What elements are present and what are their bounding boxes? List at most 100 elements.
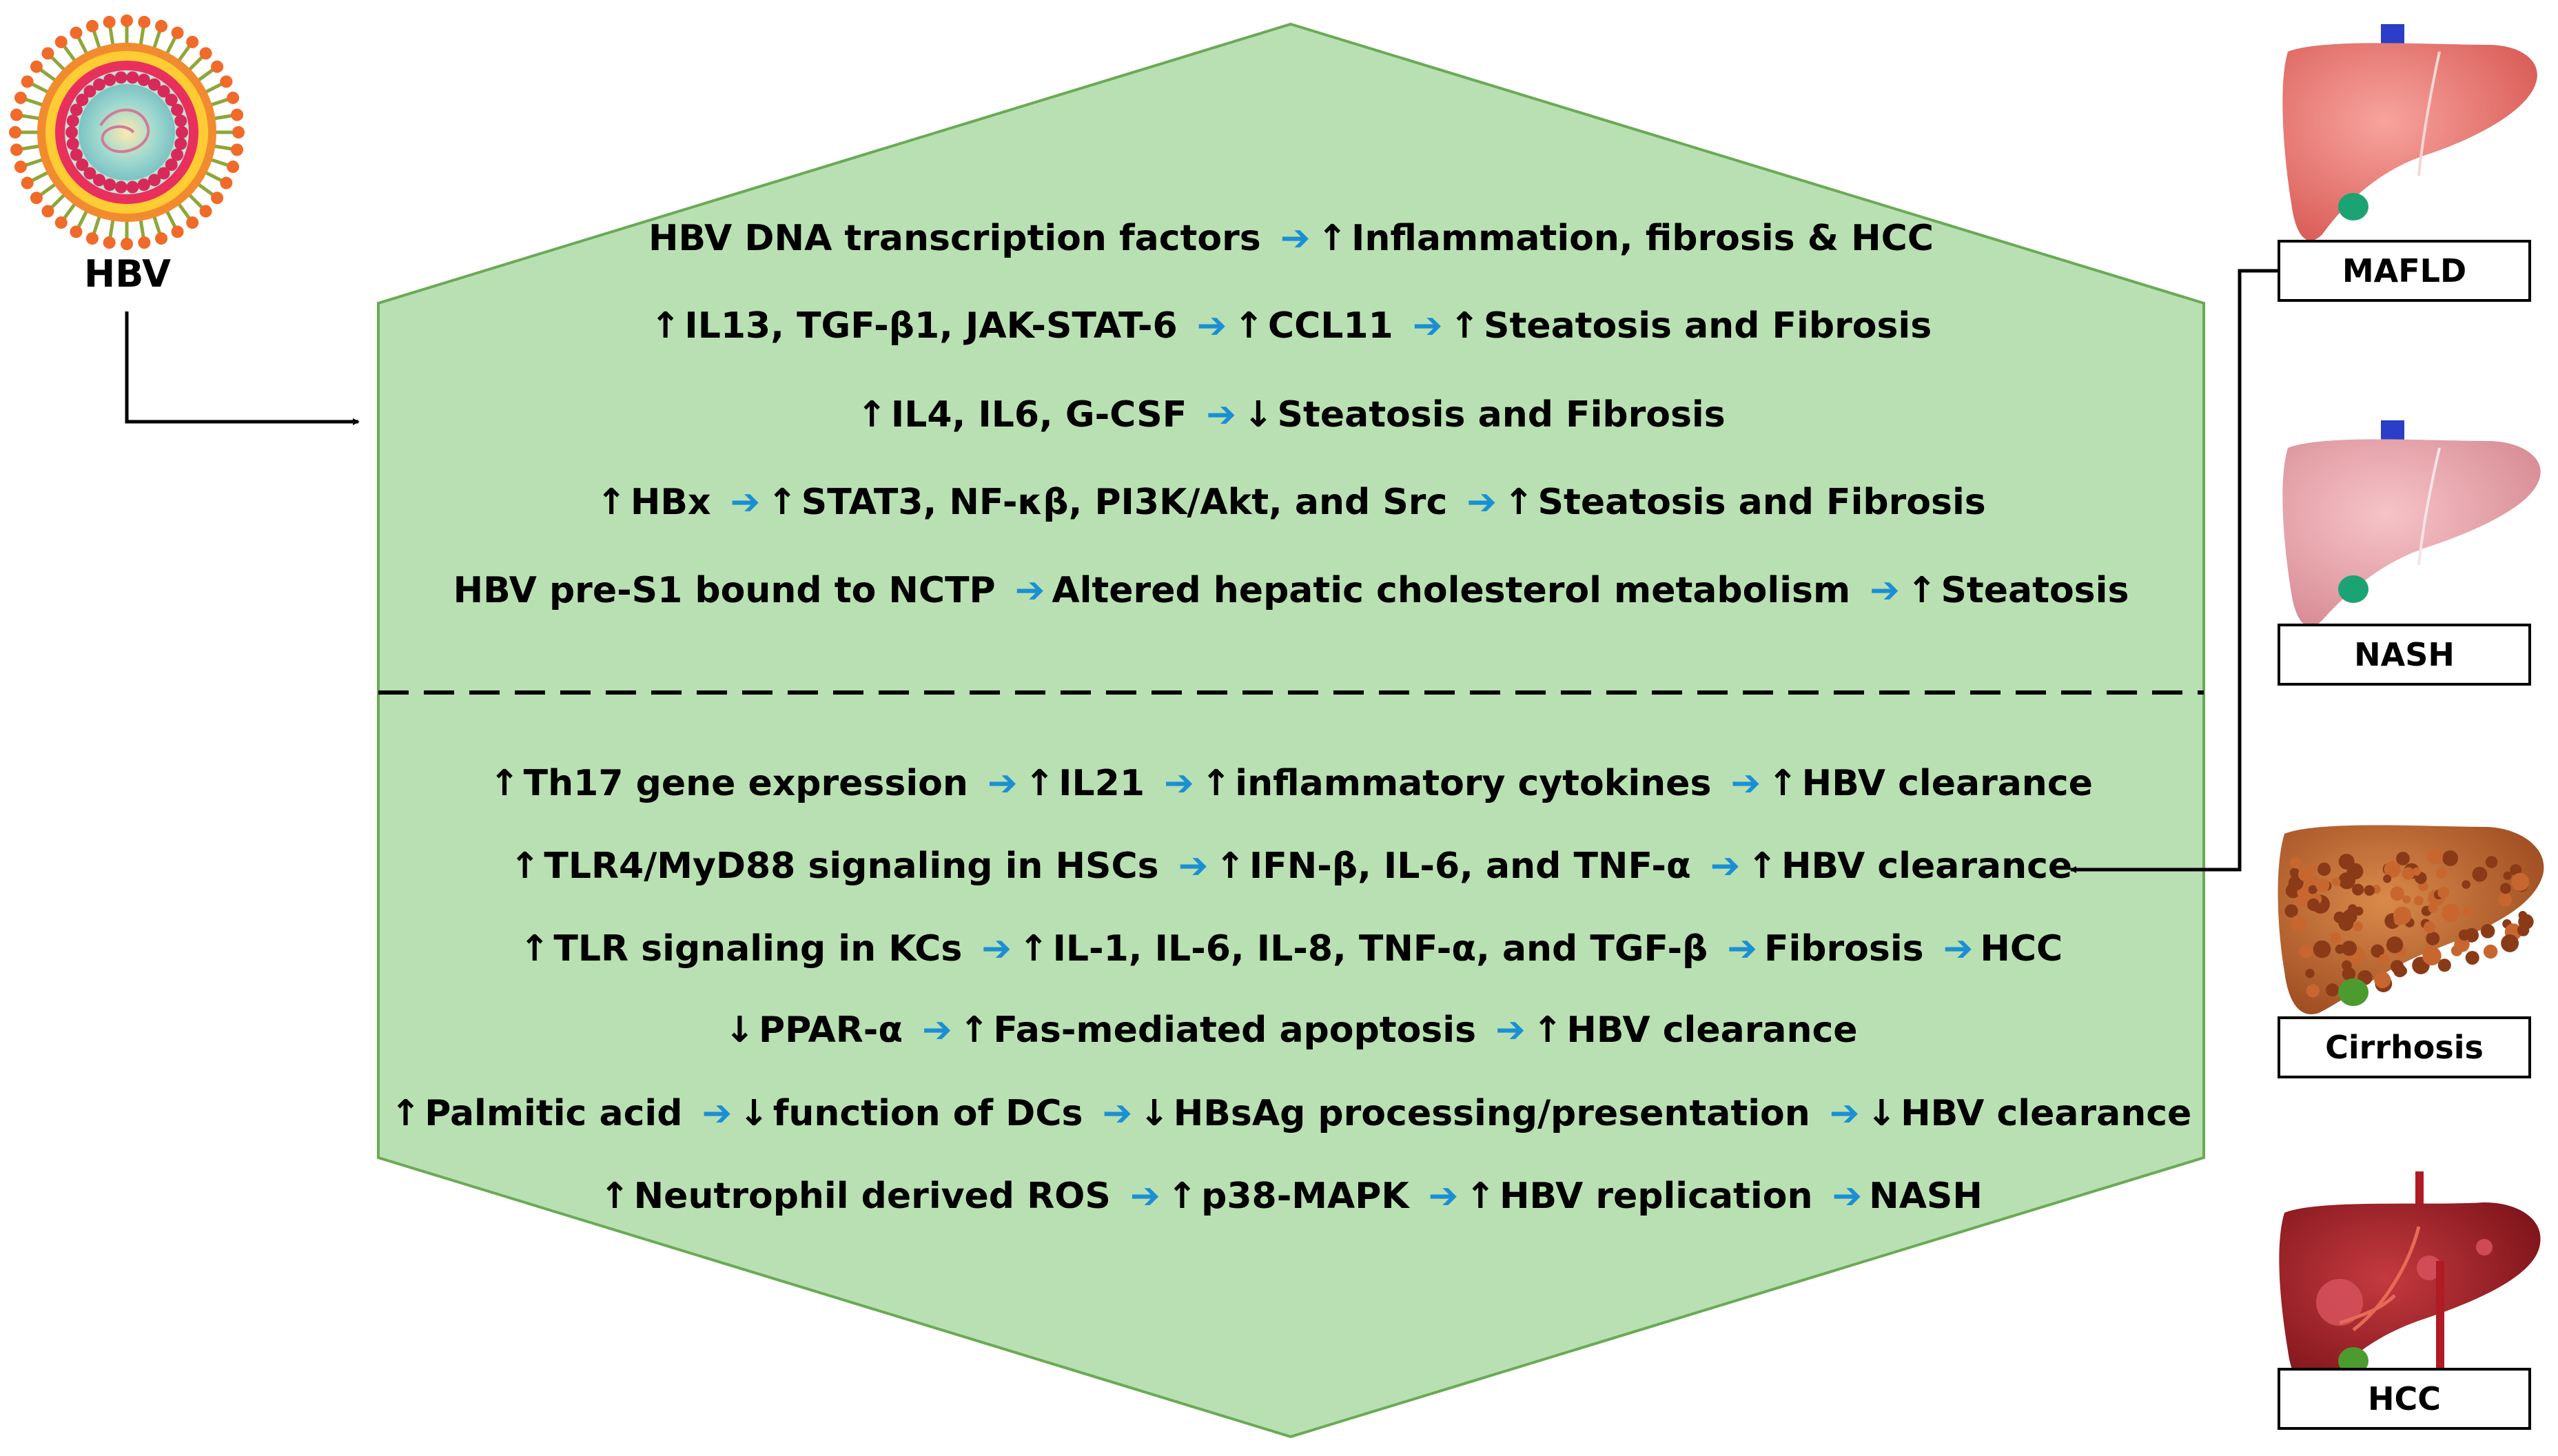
increase-arrow-icon: ↑ xyxy=(1024,763,1055,804)
increase-arrow-icon: ↑ xyxy=(959,1009,990,1051)
increase-arrow-icon: ↑ xyxy=(1317,218,1347,259)
lower-pathway-line: ↑TLR4/MyD88 signaling in HSCs ➔↑IFN-β, I… xyxy=(378,844,2204,888)
increase-arrow-icon: ↑ xyxy=(390,1093,421,1134)
pathway-term: Fas-mediated apoptosis xyxy=(993,1009,1477,1051)
pathway-term: HBV replication xyxy=(1499,1176,1813,1217)
liver-nash-icon xyxy=(2282,420,2541,627)
leads-to-arrow-icon: ➔ xyxy=(1832,1176,1863,1217)
lower-pathway-line: ↓PPAR-α ➔↑Fas-mediated apoptosis ➔↑HBV c… xyxy=(378,1008,2204,1052)
pathway-term: HBV DNA transcription factors xyxy=(648,218,1261,259)
increase-arrow-icon: ↑ xyxy=(519,928,550,970)
decrease-arrow-icon: ↓ xyxy=(1242,394,1273,435)
pathway-term: HBsAg processing/presentation xyxy=(1173,1093,1810,1134)
leads-to-arrow-icon: ➔ xyxy=(1102,1093,1133,1134)
stage-label: MAFLD xyxy=(2342,252,2467,289)
pathway-term: IL21 xyxy=(1058,763,1145,804)
leads-to-arrow-icon: ➔ xyxy=(981,928,1012,970)
pathway-term: HCC xyxy=(1980,928,2063,970)
pathway-term: Fibrosis xyxy=(1763,928,1924,970)
leads-to-arrow-icon: ➔ xyxy=(1196,305,1227,347)
pathway-term: HBV clearance xyxy=(1781,845,2073,887)
leads-to-arrow-icon: ➔ xyxy=(1829,1093,1860,1134)
lower-pathway-line: ↑Th17 gene expression ➔↑IL21 ➔↑inflammat… xyxy=(378,761,2204,806)
stage-box-hcc: HCC xyxy=(2278,1368,2531,1430)
upper-pathway-line: ↑IL13, TGF-β1, JAK-STAT-6 ➔↑CCL11 ➔↑Stea… xyxy=(378,304,2204,348)
pathway-term: HBV clearance xyxy=(1801,763,2093,804)
increase-arrow-icon: ↑ xyxy=(650,305,681,347)
pathway-term: Palmitic acid xyxy=(424,1093,683,1134)
leads-to-arrow-icon: ➔ xyxy=(1428,1176,1459,1217)
stage-label: NASH xyxy=(2354,636,2455,673)
pathway-term: function of DCs xyxy=(772,1093,1083,1134)
increase-arrow-icon: ↑ xyxy=(1465,1176,1495,1217)
pathway-term: Neutrophil derived ROS xyxy=(633,1176,1111,1217)
leads-to-arrow-icon: ➔ xyxy=(730,482,761,523)
pathway-term: HBV pre-S1 bound to NCTP xyxy=(453,570,996,611)
upper-pathway-line: HBV DNA transcription factors ➔↑Inflamma… xyxy=(378,216,2204,260)
lower-pathway-line: ↑Neutrophil derived ROS ➔↑p38-MAPK ➔↑HBV… xyxy=(378,1174,2204,1218)
increase-arrow-icon: ↑ xyxy=(767,482,797,523)
leads-to-arrow-icon: ➔ xyxy=(1164,763,1194,804)
increase-arrow-icon: ↑ xyxy=(1906,570,1937,611)
decrease-arrow-icon: ↓ xyxy=(1866,1093,1897,1134)
pathway-term: Th17 gene expression xyxy=(523,763,968,804)
leads-to-arrow-icon: ➔ xyxy=(1710,845,1741,887)
hbv-connector-arrow xyxy=(125,311,360,425)
leads-to-arrow-icon: ➔ xyxy=(1014,570,1045,611)
increase-arrow-icon: ↑ xyxy=(857,394,887,435)
leads-to-arrow-icon: ➔ xyxy=(1870,570,1900,611)
upper-pathway-line: ↑IL4, IL6, G-CSF ➔↓Steatosis and Fibrosi… xyxy=(378,393,2204,437)
summary-panel xyxy=(377,22,2205,1439)
increase-arrow-icon: ↑ xyxy=(1449,305,1480,347)
stage-label: HCC xyxy=(2367,1380,2441,1417)
decrease-arrow-icon: ↓ xyxy=(1139,1093,1169,1134)
pathway-term: HBV clearance xyxy=(1566,1009,1858,1051)
leads-to-arrow-icon: ➔ xyxy=(922,1009,952,1051)
increase-arrow-icon: ↑ xyxy=(1234,305,1264,347)
stage-box-nash: NASH xyxy=(2278,624,2531,686)
liver-cirrhosis-icon xyxy=(2278,825,2544,1014)
increase-arrow-icon: ↑ xyxy=(1768,763,1798,804)
pathway-term: CCL11 xyxy=(1267,305,1393,347)
pathway-term: STAT3, NF-κβ, PI3K/Akt, and Src xyxy=(801,482,1448,523)
stage-label: Cirrhosis xyxy=(2325,1029,2484,1066)
increase-arrow-icon: ↑ xyxy=(600,1176,630,1217)
pathway-term: TLR4/MyD88 signaling in HSCs xyxy=(544,845,1159,887)
leads-to-arrow-icon: ➔ xyxy=(1943,928,1974,970)
pathway-term: HBx xyxy=(630,482,711,523)
upper-pathway-line: HBV pre-S1 bound to NCTP ➔Altered hepati… xyxy=(378,568,2204,613)
leads-to-arrow-icon: ➔ xyxy=(1178,845,1209,887)
leads-to-arrow-icon: ➔ xyxy=(988,763,1018,804)
increase-arrow-icon: ↑ xyxy=(1532,1009,1563,1051)
leads-to-arrow-icon: ➔ xyxy=(1466,482,1497,523)
increase-arrow-icon: ↑ xyxy=(596,482,626,523)
decrease-arrow-icon: ↓ xyxy=(724,1009,755,1051)
increase-arrow-icon: ↑ xyxy=(489,763,520,804)
pathway-term: IFN-β, IL-6, and TNF-α xyxy=(1249,845,1691,887)
leads-to-arrow-icon: ➔ xyxy=(1129,1176,1160,1217)
decrease-arrow-icon: ↓ xyxy=(739,1093,769,1134)
pathway-term: HBV clearance xyxy=(1901,1093,2192,1134)
liver-hcc-icon xyxy=(2279,1171,2541,1406)
leads-to-arrow-icon: ➔ xyxy=(1730,763,1761,804)
leads-to-arrow-icon: ➔ xyxy=(1412,305,1443,347)
increase-arrow-icon: ↑ xyxy=(509,845,540,887)
upper-pathway-line: ↑HBx ➔↑STAT3, NF-κβ, PI3K/Akt, and Src ➔… xyxy=(378,480,2204,524)
leads-to-arrow-icon: ➔ xyxy=(702,1093,733,1134)
pathway-term: p38-MAPK xyxy=(1201,1176,1409,1217)
leads-to-arrow-icon: ➔ xyxy=(1727,928,1757,970)
lower-pathway-line: ↑Palmitic acid ➔↓function of DCs ➔↓HBsAg… xyxy=(378,1091,2204,1136)
increase-arrow-icon: ↑ xyxy=(1503,482,1534,523)
stage-box-mafld: MAFLD xyxy=(2278,240,2531,302)
increase-arrow-icon: ↑ xyxy=(1747,845,1777,887)
pathway-term: PPAR-α xyxy=(759,1009,903,1051)
stages-connector-arrow xyxy=(2069,269,2278,873)
stage-box-cirrhosis: Cirrhosis xyxy=(2278,1016,2531,1078)
increase-arrow-icon: ↑ xyxy=(1018,928,1049,970)
pathway-term: inflammatory cytokines xyxy=(1235,763,1712,804)
liver-mafld-icon xyxy=(2282,24,2537,241)
pathway-term: IL-1, IL-6, IL-8, TNF-α, and TGF-β xyxy=(1052,928,1708,970)
pathway-term: NASH xyxy=(1869,1176,1983,1217)
